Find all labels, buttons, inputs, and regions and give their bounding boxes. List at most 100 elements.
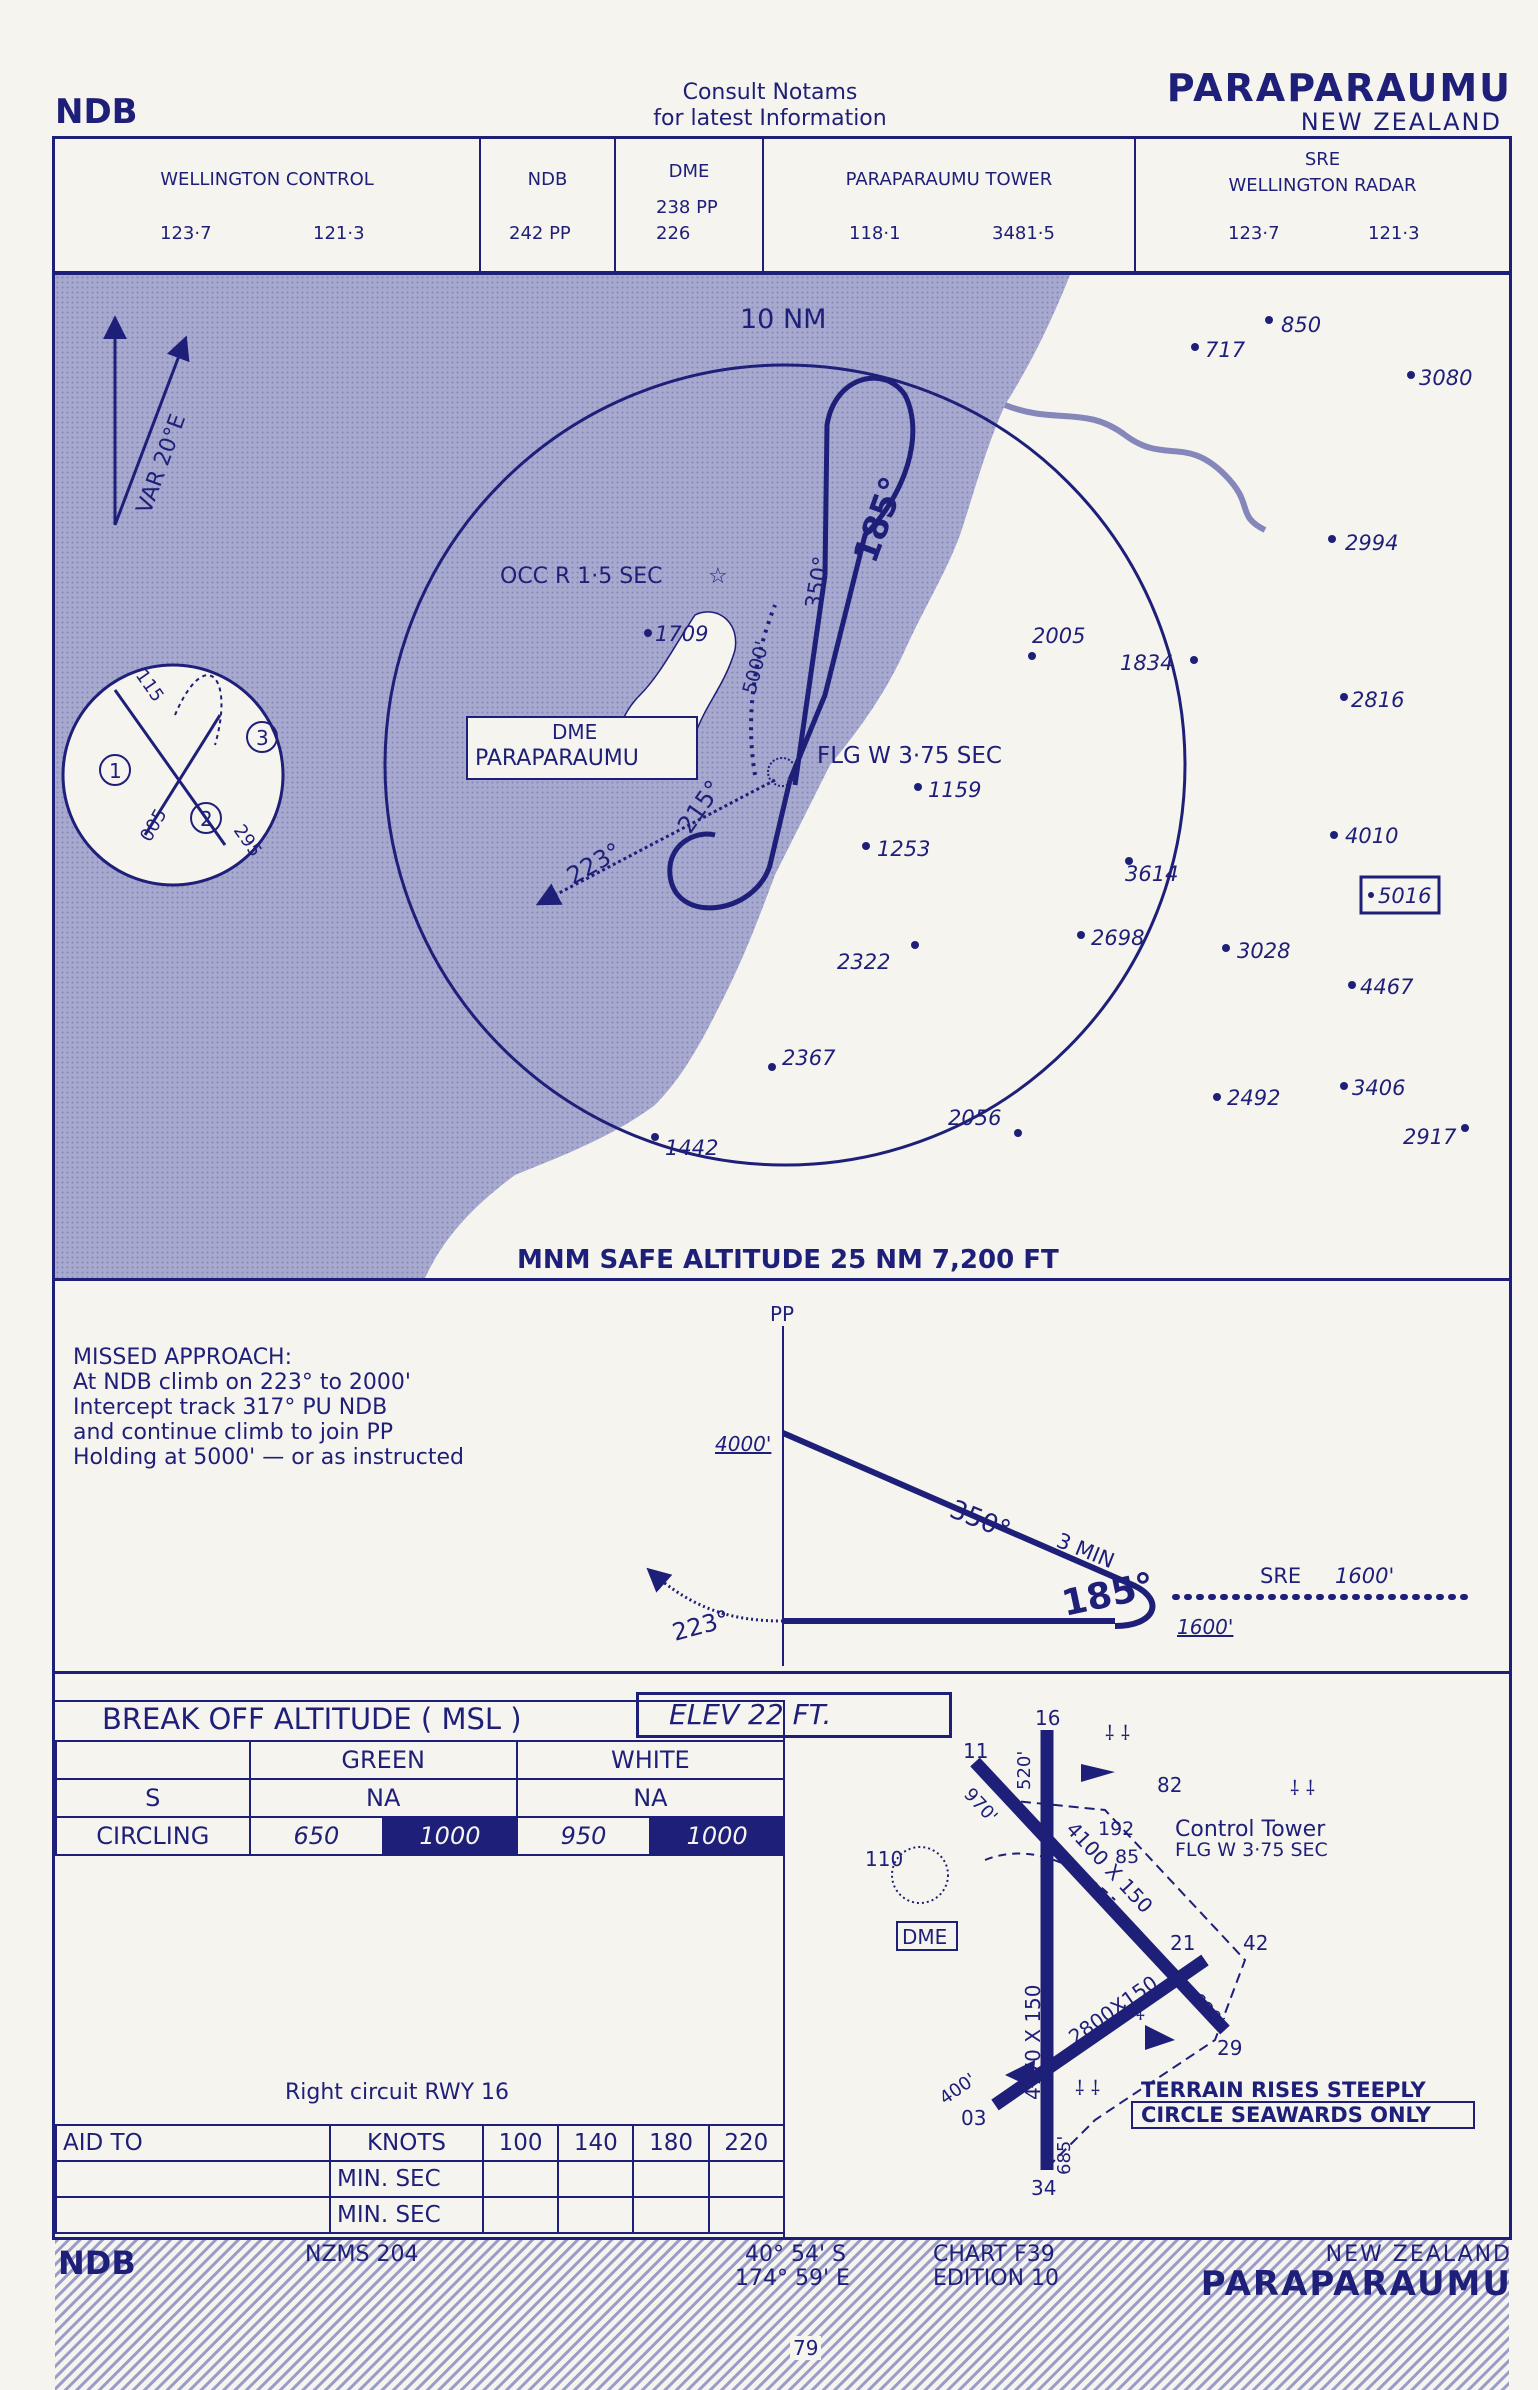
ndb-icon <box>767 757 797 787</box>
spot-height-dot <box>1014 1129 1022 1137</box>
height-42: 42 <box>1243 1931 1268 1955</box>
spot-height-dot <box>1348 981 1356 989</box>
elev-685: 685' <box>1054 2136 1075 2175</box>
track-350-profile: 350° <box>945 1495 1014 1546</box>
dme-label-box <box>896 1921 958 1951</box>
spot-height-dot <box>1028 652 1036 660</box>
aerodrome-diagram: DME ⸸ ⸸ ⸸ ⸸ ⸸ ⸸ ⸸ ⸸ Control Tower FLG W … <box>865 1706 1475 2200</box>
footer-map-ref: NZMS 204 <box>305 2242 419 2267</box>
spot-height-label: 2816 <box>1351 688 1404 712</box>
speed-100: 100 <box>481 2124 560 2162</box>
footer-lon: 174° 59' E <box>735 2266 850 2291</box>
spot-height-dot <box>1191 343 1199 351</box>
dme-icon <box>891 1846 949 1904</box>
holding-entry-diagram: 1 2 3 115 005 295 <box>61 663 285 887</box>
footer-country: NEW ZEALAND <box>1325 2242 1512 2267</box>
spot-height-label: 2367 <box>782 1046 836 1070</box>
spot-height-label: 850 <box>1281 313 1321 337</box>
circuit-note: Right circuit RWY 16 <box>285 2080 510 2105</box>
notams-line-1: Consult Notams <box>682 80 858 105</box>
terrain-line1: TERRAIN RISES STEEPLY <box>1141 2078 1426 2102</box>
comm-wellington-control: WELLINGTON CONTROL 123·7 121·3 <box>55 139 481 271</box>
spot-height-label: 5016 <box>1378 884 1431 908</box>
dme-label: DME <box>902 1925 947 1949</box>
comm-title: SRE <box>1304 149 1341 170</box>
height-192: 192 <box>1098 1818 1134 1840</box>
occ-light-label: OCC R 1·5 SEC <box>500 564 663 589</box>
min-sec-label: MIN. SEC <box>329 2196 484 2234</box>
speed-220: 220 <box>707 2124 786 2162</box>
spot-height-dot <box>768 1063 776 1071</box>
rwy-21: 21 <box>1170 1931 1195 1955</box>
tree-icon: ⸸ ⸸ <box>1120 2001 1145 2025</box>
spot-heights: 850 717 3080 2994 1709 2005 1834 2816 11… <box>644 313 1472 1160</box>
spot-height-label: 2994 <box>1345 531 1398 555</box>
spot-height-label: 717 <box>1205 338 1246 362</box>
dim-4770: 4770 X 150 <box>1021 1985 1045 2101</box>
sector-3-label: 3 <box>256 726 269 750</box>
aid-to-label: AID TO <box>55 2124 331 2162</box>
spot-height-dot <box>1340 1082 1348 1090</box>
elev-box: ELEV 22 FT. <box>636 1692 952 1738</box>
sector-2-label: 2 <box>200 807 213 831</box>
spot-height-label: 1159 <box>928 778 981 802</box>
white-header: WHITE <box>515 1740 786 1780</box>
comms-box: WELLINGTON CONTROL 123·7 121·3 NDB 242 P… <box>52 136 1512 274</box>
profile-view: PP 4000' 350° 3 MIN 185° SRE 1600' 1600'… <box>646 1302 1468 1666</box>
s-white: NA <box>515 1778 786 1818</box>
minima-vertical-divider <box>783 1700 785 2240</box>
spot-height-dot <box>911 941 919 949</box>
missed-climb-path <box>646 1567 784 1623</box>
flg-light-label: FLG W 3·75 SEC <box>817 743 1002 769</box>
range-ring-label: 10 NM <box>740 304 826 335</box>
spot-height-label: 2322 <box>837 950 890 974</box>
sre-label: SRE <box>1260 1564 1301 1588</box>
green-header: GREEN <box>248 1740 518 1780</box>
boundary <box>1004 1799 1247 2171</box>
spot-height-dot <box>1328 535 1336 543</box>
terrain-line2: CIRCLE SEAWARDS ONLY <box>1141 2103 1432 2127</box>
spot-height-dot <box>1368 892 1374 898</box>
comm-freq: 118·1 <box>849 223 901 244</box>
procedure-turn <box>667 779 793 911</box>
notams-line-2: for latest Information <box>653 106 887 131</box>
circling-white-2: 1000 <box>649 1816 785 1856</box>
dme-box-line2: PARAPARAUMU <box>475 746 639 771</box>
missed-line: Intercept track 317° PU NDB <box>73 1395 388 1420</box>
missed-line: MISSED APPROACH: <box>73 1345 293 1370</box>
aid-cell <box>707 2196 786 2234</box>
flag-icon <box>1145 2025 1175 2050</box>
tower-flg-label: FLG W 3·75 SEC <box>1175 1839 1328 1861</box>
spot-height-label: 3028 <box>1237 939 1290 963</box>
procedure-title: NDB <box>55 92 138 132</box>
tree-icon: ⸸ ⸸ <box>1105 1721 1130 1745</box>
comm-title: PARAPARAUMU TOWER <box>845 169 1053 190</box>
alt-4000-label: 4000' <box>715 1432 771 1456</box>
elev-400: 400' <box>936 2069 980 2109</box>
track-223-profile: 223° <box>669 1605 732 1647</box>
section-divider <box>55 1671 1509 1674</box>
fix-label: PP <box>770 1302 794 1326</box>
comm-freq: 238 PP <box>656 197 718 218</box>
spot-height-dot <box>1190 656 1198 664</box>
comm-freq: 121·3 <box>313 223 365 244</box>
aid-cell <box>481 2160 560 2198</box>
missed-line: Holding at 5000' — or as instructed <box>73 1445 465 1470</box>
spot-height-label: 1442 <box>665 1136 718 1160</box>
dme-box <box>466 716 698 780</box>
circling-green-1: 650 <box>248 1816 385 1856</box>
comm-freq: 3481·5 <box>992 223 1055 244</box>
comm-title: NDB <box>527 169 568 190</box>
knots-label: KNOTS <box>329 2124 484 2162</box>
spot-height-dot <box>862 842 870 850</box>
spot-height-label: 2698 <box>1091 926 1144 950</box>
runway-11-29 <box>970 1757 1230 2035</box>
comm-ndb: NDB 242 PP <box>481 139 616 271</box>
speed-180: 180 <box>632 2124 710 2162</box>
comm-freq: 123·7 <box>1228 223 1280 244</box>
elev-520: 520' <box>1014 1751 1035 1790</box>
spot-height-label: 1253 <box>877 837 930 861</box>
row-s-label: S <box>55 1778 251 1818</box>
missed-approach-text: MISSED APPROACH: At NDB climb on 223° to… <box>73 1345 464 1470</box>
rwy-11: 11 <box>963 1739 988 1763</box>
